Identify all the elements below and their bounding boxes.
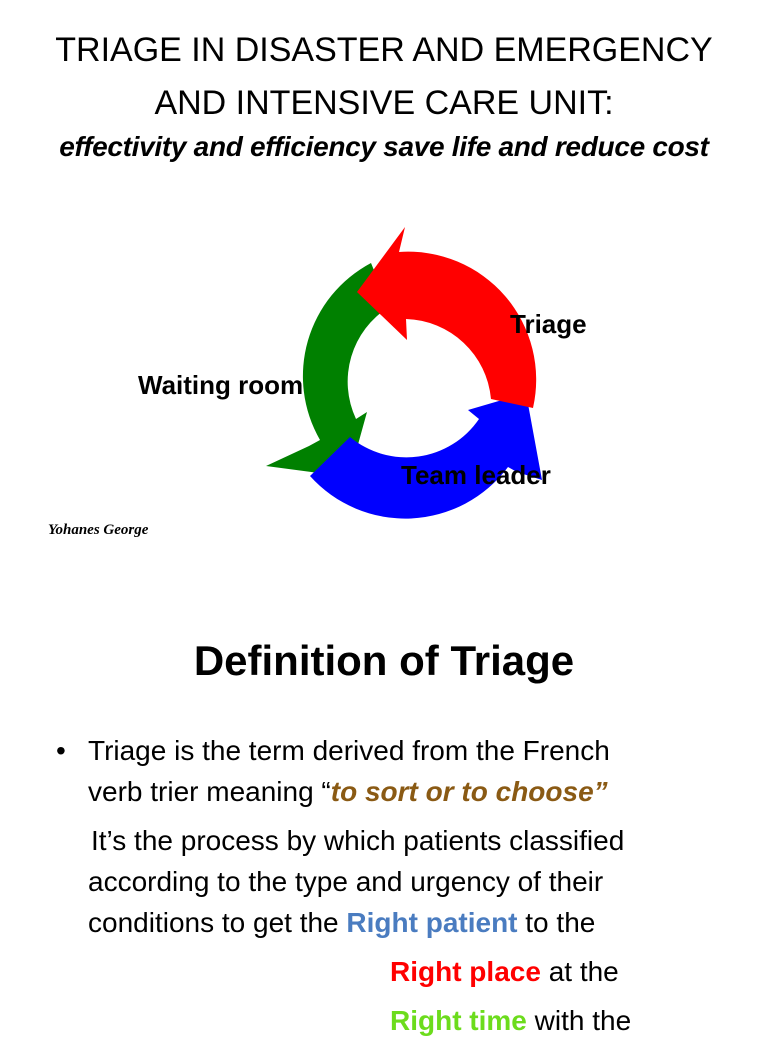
bullet-dot: •: [56, 735, 66, 766]
team-leader-label: Team leader: [401, 460, 551, 490]
right-time-text: Right time: [390, 1005, 527, 1036]
para-line-1: It’s the process by which patients class…: [91, 825, 625, 856]
bullet-line-2: verb trier meaning “to sort or to choose…: [88, 771, 756, 812]
right-place-line: Right place at the: [88, 951, 756, 992]
team-leader-arrow: [310, 393, 542, 519]
waiting-room-arrow: [266, 263, 389, 477]
title-line-1: TRIAGE IN DISASTER AND EMERGENCY: [55, 31, 713, 69]
definition-title: Definition of Triage: [193, 637, 575, 684]
triage-label: Triage: [510, 309, 587, 339]
slide-title-heading: TRIAGE IN DISASTER AND EMERGENCY AND INT…: [0, 24, 768, 130]
author-name: Yohanes George: [48, 522, 149, 538]
triage-arrow: [357, 227, 537, 408]
right-time-line: Right time with the: [88, 1000, 756, 1041]
right-place-text: Right place: [390, 956, 541, 987]
bullet-line-2-text: verb trier meaning “: [88, 776, 331, 807]
slide-subtitle: effectivity and efficiency save life and…: [59, 131, 709, 162]
slide-definition: Definition of Triage • Triage is the ter…: [0, 585, 768, 1036]
right-patient-text: Right patient: [346, 907, 518, 938]
definition-body: • Triage is the term derived from the Fr…: [56, 730, 756, 1041]
para-line-2: according to the type and urgency of the…: [88, 866, 604, 897]
definition-paragraph: It’s the process by which patients class…: [56, 820, 756, 1041]
bullet-item: • Triage is the term derived from the Fr…: [56, 730, 756, 812]
sort-choose-quote: to sort or to choose”: [330, 776, 608, 807]
title-line-2: AND INTENSIVE CARE UNIT:: [154, 84, 614, 122]
bullet-line-1: Triage is the term derived from the Fren…: [88, 735, 610, 766]
para-line-3-text: conditions to get the: [88, 907, 347, 938]
slide-title: TRIAGE IN DISASTER AND EMERGENCY AND INT…: [0, 24, 768, 538]
at-the-text: at the: [540, 956, 619, 987]
to-the-text: to the: [517, 907, 596, 938]
waiting-room-label: Waiting room: [138, 370, 304, 400]
triage-cycle-diagram: [266, 227, 542, 519]
with-the-text: with the: [526, 1005, 632, 1036]
para-line-3: conditions to get the Right patient to t…: [88, 902, 756, 943]
